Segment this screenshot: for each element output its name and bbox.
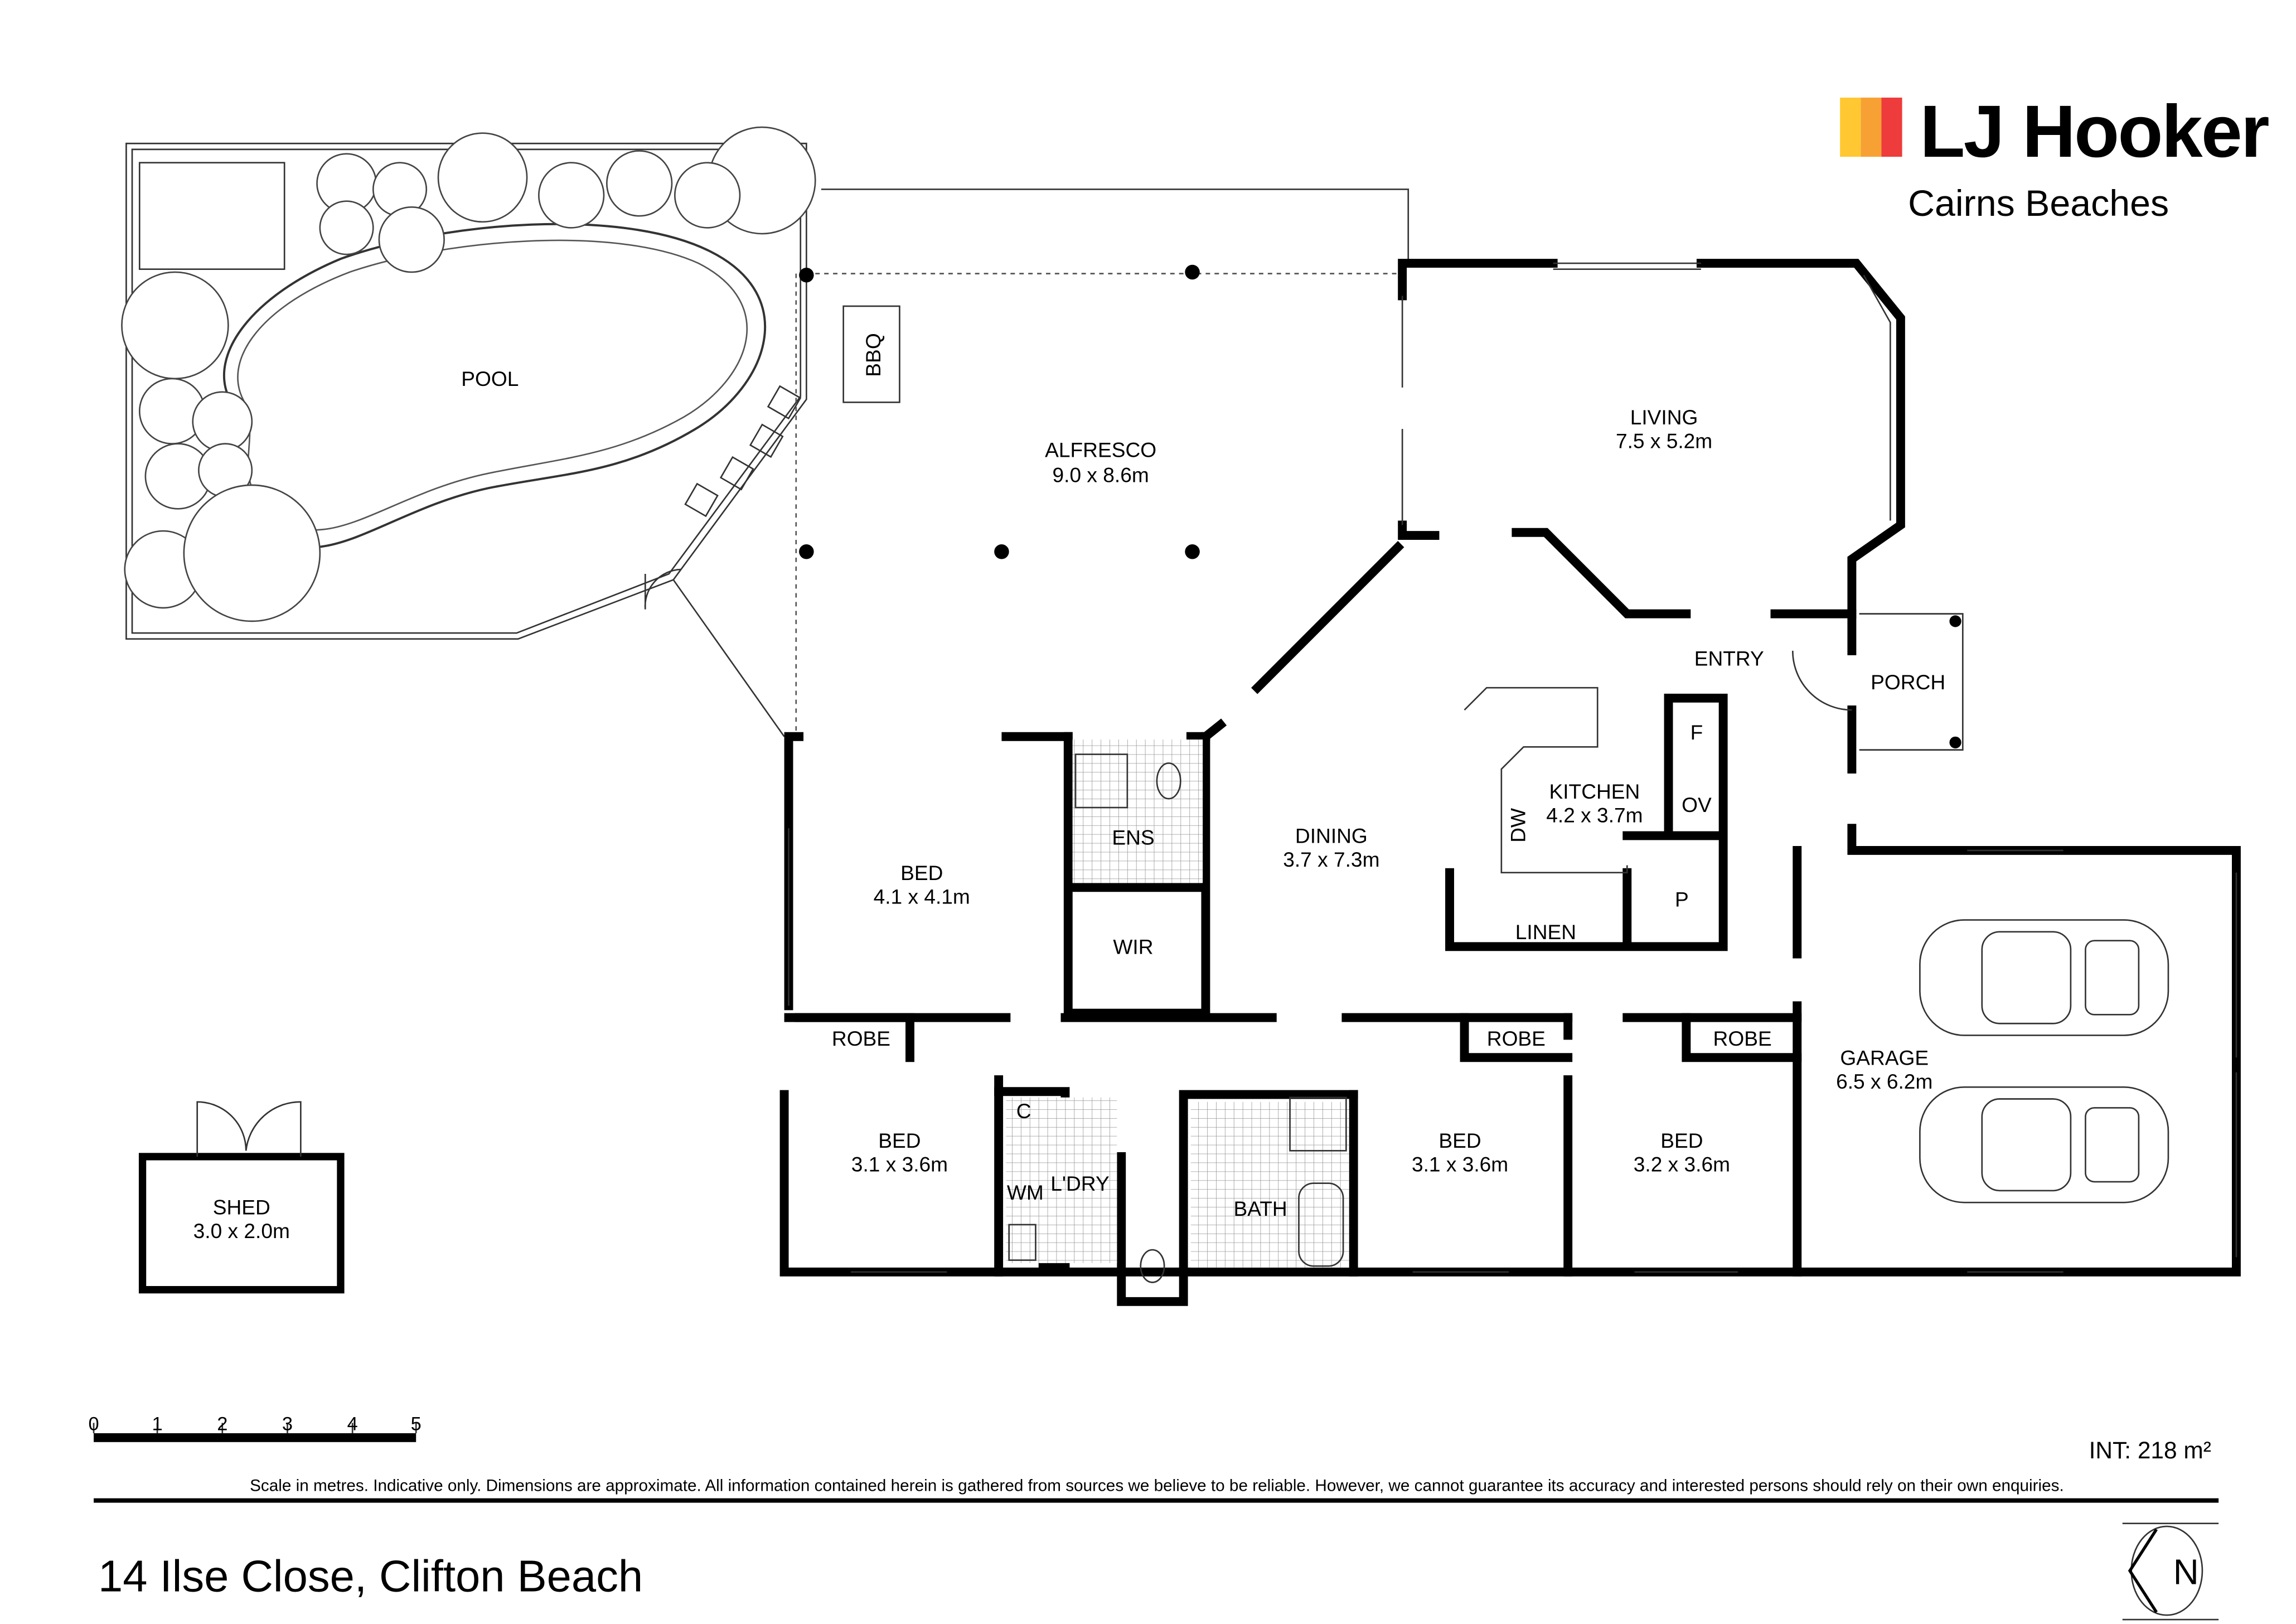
brand-name: LJ Hooker [1920, 90, 2269, 173]
scale-tick: 3 [282, 1414, 293, 1435]
bed3-label: BED [1438, 1129, 1481, 1152]
garage-size: 6.5 x 6.2m [1836, 1070, 1932, 1093]
scale-tick: 5 [411, 1414, 422, 1435]
footer-divider [94, 1498, 2219, 1503]
porch-label: PORCH [1871, 670, 1945, 694]
robe-label: ROBE [1487, 1027, 1546, 1050]
scale-tick: 1 [152, 1414, 163, 1435]
trees [121, 126, 816, 622]
bbq-label: BBQ [861, 333, 885, 376]
north-arrow-icon: N [2122, 1522, 2219, 1621]
entry-label: ENTRY [1694, 646, 1764, 670]
address: 14 Ilse Close, Clifton Beach [98, 1552, 643, 1601]
robe-label: ROBE [1713, 1027, 1772, 1050]
shed-size: 3.0 x 2.0m [193, 1219, 290, 1243]
robe-label: ROBE [832, 1027, 890, 1050]
pantry-label: P [1675, 888, 1689, 911]
linen-label: LINEN [1515, 920, 1576, 944]
washing-machine-label: WM [1007, 1181, 1044, 1204]
internal-area: INT: 218 m² [2089, 1437, 2211, 1463]
kitchen-size: 4.2 x 3.7m [1546, 804, 1643, 827]
master-bed-label: BED [900, 861, 943, 884]
ensuite-label: ENS [1112, 825, 1154, 849]
scale-bar: 0 1 2 3 4 5 [88, 1414, 422, 1442]
scale-tick: 0 [88, 1414, 99, 1435]
walls [779, 259, 2241, 1306]
wir-label: WIR [1113, 935, 1153, 959]
lj-hooker-logo: LJ Hooker Cairns Beaches [1840, 90, 2270, 224]
north-label: N [2173, 1552, 2199, 1592]
cars [1919, 919, 2169, 1204]
porch [1791, 613, 1964, 751]
oven-label: OV [1682, 793, 1712, 816]
cupboard-label: C [1016, 1099, 1031, 1123]
stepping-stones [684, 385, 802, 518]
bed4-size: 3.2 x 3.6m [1634, 1152, 1730, 1176]
bath-label: BATH [1233, 1197, 1287, 1220]
pool-area: POOL [121, 126, 816, 640]
dishwasher-label: DW [1506, 808, 1529, 843]
alfresco: BBQ ALFRESCO 9.0 x 8.6m [672, 188, 1409, 737]
shed-label: SHED [213, 1195, 270, 1219]
alfresco-label: ALFRESCO [1045, 438, 1156, 461]
garage-label: GARAGE [1840, 1046, 1929, 1070]
bed2-label: BED [878, 1129, 921, 1152]
master-bed-size: 4.1 x 4.1m [874, 884, 970, 908]
alfresco-size: 9.0 x 8.6m [1053, 463, 1149, 487]
scale-tick: 4 [347, 1414, 358, 1435]
dining-label: DINING [1295, 824, 1368, 848]
laundry-label: L'DRY [1050, 1172, 1109, 1195]
bed2-size: 3.1 x 3.6m [851, 1152, 948, 1176]
scale-tick: 2 [217, 1414, 227, 1435]
bed3-size: 3.1 x 3.6m [1412, 1152, 1508, 1176]
disclaimer: Scale in metres. Indicative only. Dimens… [250, 1476, 2064, 1495]
living-size: 7.5 x 5.2m [1616, 429, 1712, 453]
shed: SHED 3.0 x 2.0m [138, 1101, 345, 1294]
fridge-label: F [1690, 721, 1703, 744]
dining-size: 3.7 x 7.3m [1283, 848, 1379, 871]
kitchen-label: KITCHEN [1549, 780, 1640, 803]
wet-areas [1006, 740, 1349, 1283]
office-name: Cairns Beaches [1908, 183, 2169, 224]
living-label: LIVING [1630, 405, 1698, 429]
posts [799, 264, 1200, 559]
bed4-label: BED [1660, 1129, 1703, 1152]
room-labels: LIVING 7.5 x 5.2m ENTRY PORCH KITCHEN 4.… [832, 405, 1945, 1220]
pool-label: POOL [461, 367, 519, 390]
